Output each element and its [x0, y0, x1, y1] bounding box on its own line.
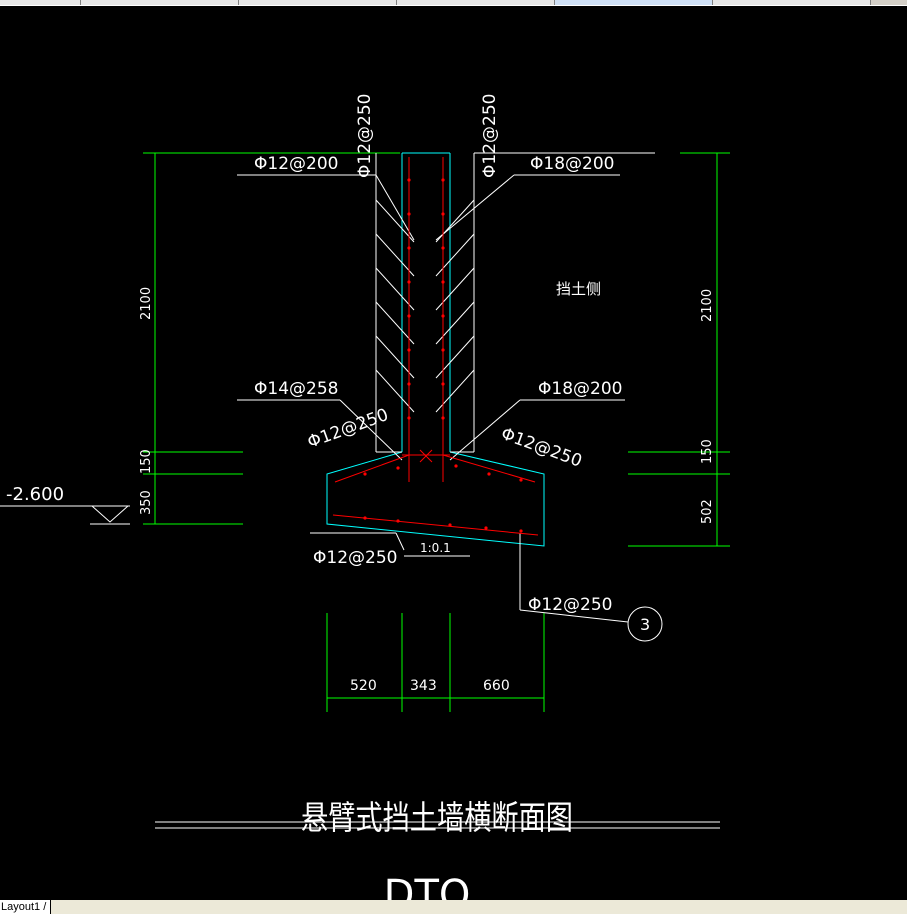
layout-tab-separator: / [43, 901, 47, 913]
slope-label: 1:0.1 [420, 541, 451, 555]
wall-outline [326, 152, 545, 547]
rebar-label: Φ12@250 [498, 424, 584, 472]
rebar [332, 157, 539, 536]
right-dimension-lines [628, 152, 730, 547]
rebar-label: Φ12@250 [305, 405, 391, 453]
rebar-label: Φ12@250 [355, 94, 375, 178]
toolbar-tab[interactable] [0, 0, 81, 5]
toolbar-tab[interactable] [397, 0, 555, 5]
toolbar-divider [0, 5, 907, 6]
drawing-title: 悬臂式挡土墙横断面图 [301, 798, 573, 837]
toolbar-tab[interactable] [713, 0, 871, 5]
dimension-label: 150 [139, 449, 154, 474]
rebar-label: Φ18@200 [530, 154, 614, 174]
cad-drawing-canvas[interactable]: Φ12@200 Φ18@200 Φ12@250 Φ12@250 挡土侧 Φ14@… [0, 6, 907, 900]
layout-tab-bar: Layout1 / [0, 900, 907, 914]
rebar-label: Φ18@200 [538, 379, 622, 399]
dimension-label: 343 [410, 678, 437, 694]
rebar-label: Φ12@250 [313, 548, 397, 568]
rebar-label: Φ12@200 [254, 154, 338, 174]
dimension-label: 502 [700, 499, 715, 524]
drawing-subtitle: DTQ [384, 872, 471, 900]
rebar-label: Φ12@250 [480, 94, 500, 178]
dimension-label: 150 [700, 439, 715, 464]
dimension-label: 2100 [700, 289, 715, 322]
detail-callout-circle [627, 606, 663, 642]
rebar-dots [363, 178, 523, 533]
drawing-text: Φ12@200 Φ18@200 Φ12@250 Φ12@250 挡土侧 Φ14@… [6, 94, 715, 900]
left-dimension-lines [143, 152, 400, 525]
dimension-label: 350 [139, 490, 154, 515]
rebar-label: Φ12@250 [528, 595, 612, 615]
rebar-hatch-leaders [375, 199, 475, 413]
elevation-label: -2.600 [6, 484, 64, 505]
dimension-label: 2100 [139, 287, 154, 320]
toolbar-tab[interactable] [239, 0, 397, 5]
top-toolbar [0, 0, 907, 6]
detail-callout-number: 3 [640, 615, 650, 634]
dimension-label: 660 [483, 678, 510, 694]
drawing-geometry [0, 152, 730, 829]
bottom-dimension-lines [326, 613, 545, 712]
layout-tab[interactable]: Layout1 / [0, 900, 52, 914]
soil-side-label: 挡土侧 [556, 280, 601, 298]
leader-lines [0, 152, 720, 829]
rebar-label: Φ14@258 [254, 379, 338, 399]
dimension-label: 520 [350, 678, 377, 694]
layout-tab-label: Layout1 [1, 901, 41, 913]
toolbar-tab-active[interactable] [555, 0, 713, 5]
toolbar-tab[interactable] [81, 0, 239, 5]
